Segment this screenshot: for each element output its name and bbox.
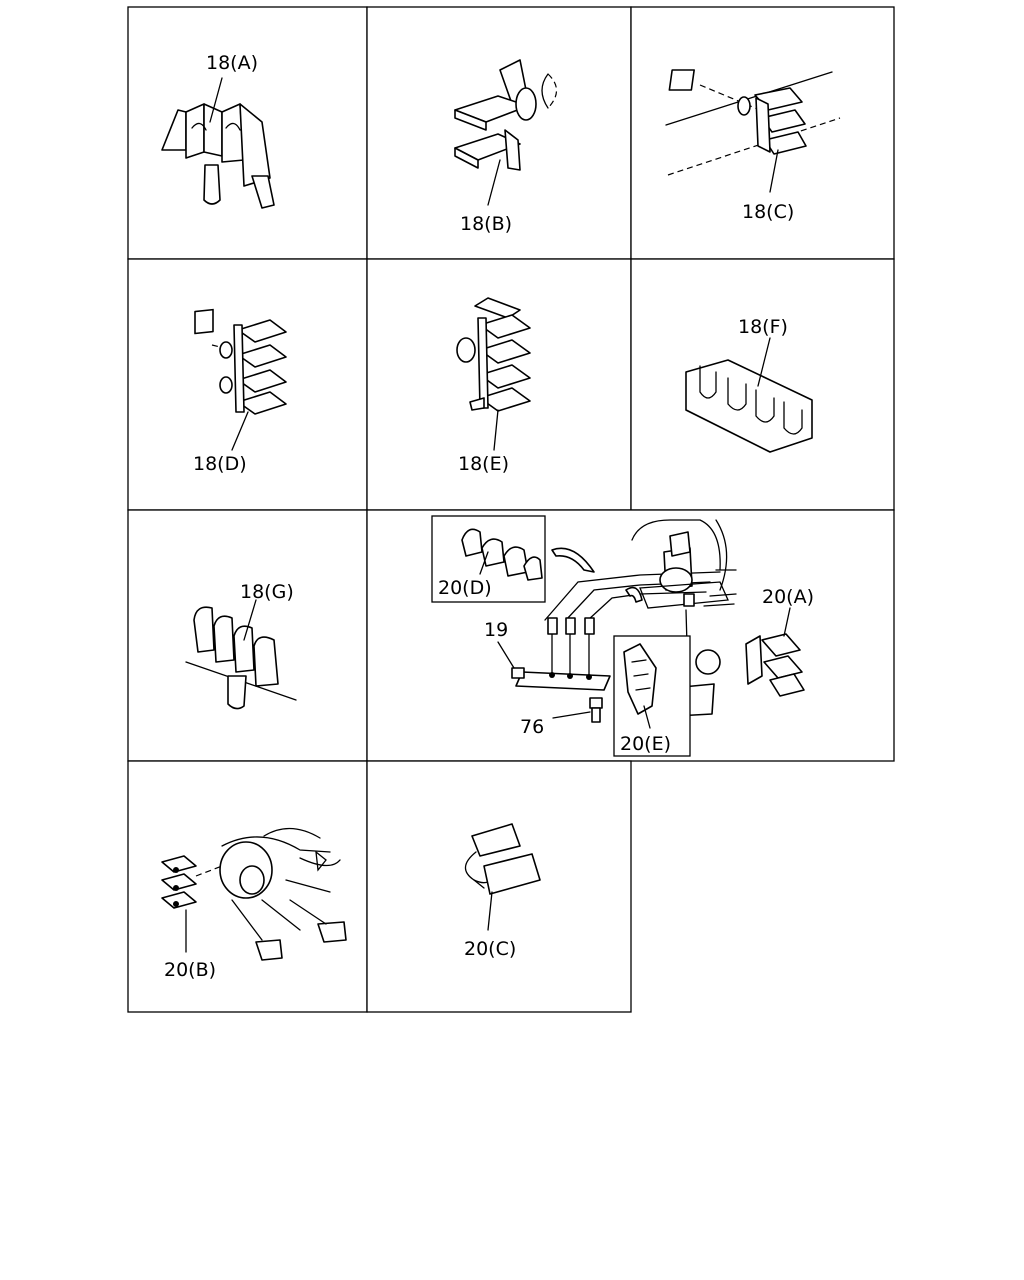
label-18c: 18(C): [742, 201, 794, 223]
panel-18b: [366, 6, 632, 260]
label-18b: 18(B): [460, 213, 512, 235]
label-18e: 18(E): [458, 453, 509, 475]
label-18f: 18(F): [738, 316, 788, 338]
label-18a: 18(A): [206, 52, 258, 74]
clip-18b-drawing: 18(B): [454, 59, 558, 235]
clip-18a-drawing: 18(A): [161, 52, 275, 209]
label-20e: 20(E): [620, 733, 671, 755]
label-20a: 20(A): [762, 586, 814, 608]
clip-18f-drawing: 18(F): [685, 316, 813, 453]
clip-18c-drawing: 18(C): [665, 69, 841, 223]
label-19: 19: [484, 619, 508, 641]
assembly-drawing: 20(D) 19 76: [431, 515, 814, 757]
clip-20b-drawing: 20(B): [161, 827, 347, 981]
clip-18e-drawing: 18(E): [456, 297, 531, 475]
label-20d: 20(D): [438, 577, 492, 599]
clip-20c-drawing: 20(C): [464, 823, 541, 960]
clip-18g-drawing: 18(G): [185, 581, 297, 710]
label-18d: 18(D): [193, 453, 247, 475]
label-76: 76: [520, 716, 544, 738]
label-20b: 20(B): [164, 959, 216, 981]
label-20c: 20(C): [464, 938, 516, 960]
label-18g: 18(G): [240, 581, 294, 603]
clip-18d-drawing: 18(D): [193, 308, 287, 475]
